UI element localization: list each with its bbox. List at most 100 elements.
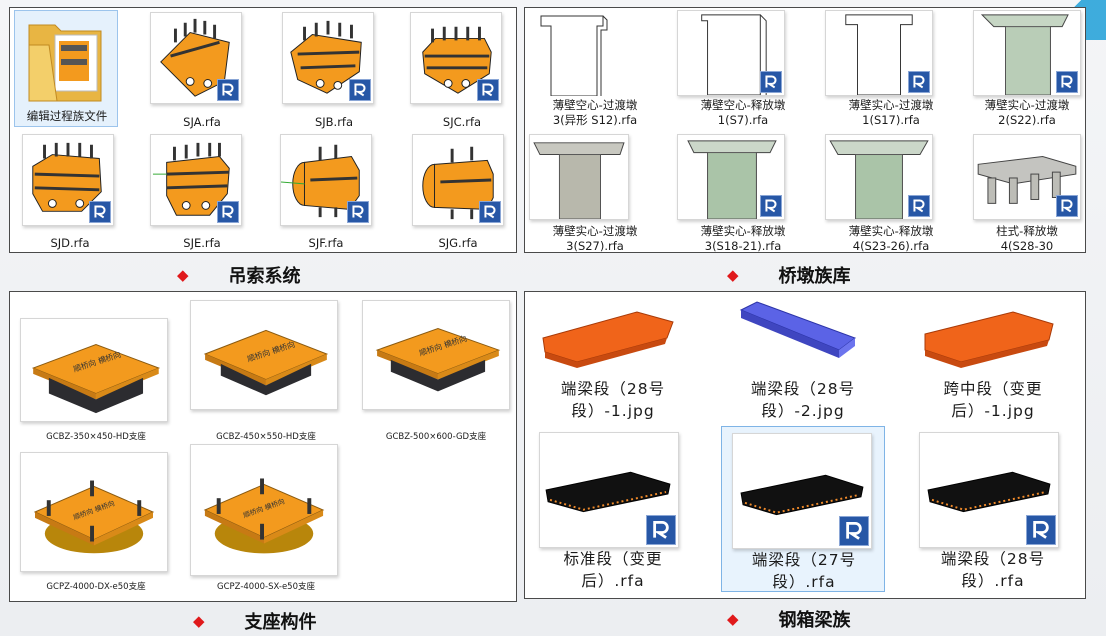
file-tile[interactable]: 薄壁实心-过渡墩 2(S22).rfa bbox=[969, 10, 1085, 130]
caption-text: 支座构件 bbox=[244, 612, 317, 633]
item-label: SJB.rfa bbox=[314, 115, 354, 129]
item-label: GCBZ-350×450-HD支座 bbox=[46, 432, 146, 442]
revit-file-icon bbox=[347, 201, 369, 223]
diamond-bullet-icon: ◆ bbox=[177, 266, 189, 284]
item-label-line1: 跨中段（变更 bbox=[943, 380, 1043, 398]
revit-file-icon bbox=[479, 201, 501, 223]
revit-file-icon bbox=[760, 195, 782, 217]
file-thumbnail bbox=[22, 134, 114, 226]
file-tile[interactable]: SJA.rfa bbox=[150, 12, 254, 130]
file-thumbnail bbox=[529, 134, 629, 220]
file-tile[interactable]: 薄壁实心-释放墩 3(S18-21).rfa bbox=[673, 134, 813, 254]
file-tile[interactable]: 顺桥向 横桥向 GCPZ-4000-DX-e50支座 bbox=[16, 452, 176, 596]
item-label-line2: 3(S27).rfa bbox=[566, 239, 624, 253]
file-tile[interactable]: 顺桥向 横桥向 GCBZ-350×450-HD支座 bbox=[16, 318, 176, 444]
item-label-line1: 端梁段（28号 bbox=[560, 380, 666, 398]
file-thumbnail bbox=[732, 433, 872, 549]
item-label: GCBZ-450×550-HD支座 bbox=[216, 432, 316, 442]
item-label-line1: 薄壁空心-过渡墩 bbox=[552, 98, 638, 112]
revit-file-icon bbox=[217, 201, 239, 223]
file-tile[interactable]: 顺桥向 横桥向 GCBZ-450×550-HD支座 bbox=[186, 300, 346, 442]
item-label: SJC.rfa bbox=[442, 115, 482, 129]
file-thumbnail bbox=[539, 432, 679, 548]
file-thumbnail bbox=[531, 10, 631, 96]
revit-file-icon bbox=[217, 79, 239, 101]
item-label: GCBZ-500×600-GD支座 bbox=[385, 432, 487, 442]
file-tile[interactable]: 端梁段（28号 段）.rfa bbox=[913, 430, 1083, 596]
file-tile[interactable]: 薄壁实心-过渡墩 1(S17).rfa bbox=[821, 10, 961, 130]
file-thumbnail bbox=[410, 12, 502, 104]
file-thumbnail bbox=[150, 12, 242, 104]
file-thumbnail: 顺桥向 横桥向 bbox=[362, 300, 510, 410]
item-label: SJG.rfa bbox=[438, 236, 478, 250]
file-thumbnail bbox=[917, 298, 1059, 370]
file-tile[interactable]: 端梁段（28号 段）-1.jpg bbox=[533, 298, 703, 428]
caption-bearings: ◆ 支座构件 bbox=[193, 608, 317, 634]
file-thumbnail bbox=[973, 134, 1081, 220]
panel-steel-box-girder: 端梁段（28号 段）-1.jpg 端梁段（28号 段）-2.jpg 跨中段（变更… bbox=[524, 291, 1086, 599]
caption-girders: ◆ 钢箱梁族 bbox=[727, 606, 851, 632]
diamond-bullet-icon: ◆ bbox=[727, 610, 739, 628]
item-label-line1: 薄壁实心-释放墩 bbox=[700, 224, 786, 238]
caption-text: 桥墩族库 bbox=[778, 266, 851, 287]
file-thumbnail bbox=[727, 298, 869, 370]
file-tile[interactable]: SJF.rfa bbox=[274, 134, 378, 252]
item-label-line2: 4(S23-26).rfa bbox=[852, 239, 930, 253]
item-label-line1: 薄壁空心-释放墩 bbox=[700, 98, 786, 112]
item-label-line1: 标准段（变更 bbox=[563, 550, 663, 568]
item-label-line2: 1(S17).rfa bbox=[862, 113, 920, 127]
file-tile[interactable]: 薄壁实心-释放墩 4(S23-26).rfa bbox=[821, 134, 961, 254]
item-label-line1: 薄壁实心-过渡墩 bbox=[848, 98, 934, 112]
file-tile[interactable]: 柱式-释放墩 4(S28-30 bbox=[969, 134, 1085, 254]
file-thumbnail: 顺桥向 横桥向 bbox=[20, 452, 168, 572]
file-tile[interactable]: 薄壁空心-释放墩 1(S7).rfa bbox=[673, 10, 813, 130]
item-label: SJF.rfa bbox=[308, 236, 344, 250]
item-label: 编辑过程族文件 bbox=[26, 109, 108, 123]
folder-tile[interactable]: 编辑过程族文件 bbox=[14, 10, 118, 127]
item-label-line2: 后）-1.jpg bbox=[951, 402, 1035, 420]
item-label-line1: 薄壁实心-释放墩 bbox=[848, 224, 934, 238]
item-label: SJE.rfa bbox=[183, 236, 221, 250]
panel-suspension-system: 编辑过程族文件 SJA.rfa SJB.rfa SJC.rfa SJD.rfa bbox=[9, 7, 517, 253]
item-label: GCPZ-4000-DX-e50支座 bbox=[46, 582, 146, 592]
item-label-line2: 段）-2.jpg bbox=[761, 402, 845, 420]
file-thumbnail: 顺桥向 横桥向 bbox=[20, 318, 168, 422]
revit-file-icon bbox=[760, 71, 782, 93]
file-tile[interactable]: SJE.rfa bbox=[150, 134, 254, 252]
item-label-line1: 薄壁实心-过渡墩 bbox=[984, 98, 1070, 112]
file-tile[interactable]: 薄壁空心-过渡墩 3(异形 S12).rfa bbox=[525, 10, 665, 130]
item-label-line2: 段）.rfa bbox=[961, 572, 1025, 590]
file-tile[interactable]: SJB.rfa bbox=[282, 12, 386, 130]
file-tile[interactable]: SJD.rfa bbox=[18, 134, 122, 252]
file-tile[interactable]: 薄壁实心-过渡墩 3(S27).rfa bbox=[525, 134, 665, 254]
file-thumbnail bbox=[973, 10, 1081, 96]
file-thumbnail: 顺桥向 横桥向 bbox=[190, 444, 338, 576]
file-tile[interactable]: 标准段（变更 后）.rfa bbox=[533, 430, 703, 596]
file-tile[interactable]: 端梁段（28号 段）-2.jpg bbox=[723, 298, 893, 428]
file-thumbnail bbox=[677, 10, 785, 96]
file-thumbnail bbox=[282, 12, 374, 104]
file-tile[interactable]: SJG.rfa bbox=[406, 134, 510, 252]
revit-file-icon bbox=[89, 201, 111, 223]
diamond-bullet-icon: ◆ bbox=[193, 612, 205, 630]
revit-file-icon bbox=[1056, 71, 1078, 93]
revit-file-icon bbox=[1026, 515, 1056, 545]
file-thumbnail bbox=[825, 134, 933, 220]
file-tile[interactable]: 跨中段（变更 后）-1.jpg bbox=[913, 298, 1083, 428]
item-label-line2: 3(异形 S12).rfa bbox=[552, 113, 638, 127]
file-tile[interactable]: SJC.rfa bbox=[410, 12, 514, 130]
revit-file-icon bbox=[908, 71, 930, 93]
file-tile[interactable]: 顺桥向 横桥向 GCBZ-500×600-GD支座 bbox=[358, 300, 514, 442]
file-thumbnail bbox=[825, 10, 933, 96]
item-label-line1: 端梁段（28号 bbox=[940, 550, 1046, 568]
item-label-line2: 2(S22).rfa bbox=[998, 113, 1056, 127]
item-label: SJD.rfa bbox=[50, 236, 90, 250]
item-label-line2: 后）.rfa bbox=[581, 572, 645, 590]
item-label-line2: 1(S7).rfa bbox=[717, 113, 769, 127]
file-thumbnail bbox=[919, 432, 1059, 548]
item-label-line2: 4(S28-30 bbox=[1000, 239, 1054, 253]
file-tile-selected[interactable]: 端梁段（27号 段）.rfa bbox=[721, 426, 885, 592]
file-thumbnail bbox=[280, 134, 372, 226]
file-tile[interactable]: 顺桥向 横桥向 GCPZ-4000-SX-e50支座 bbox=[186, 444, 346, 596]
panel-bearings: 顺桥向 横桥向 GCBZ-350×450-HD支座 顺桥向 横桥向 GCBZ-4… bbox=[9, 291, 517, 602]
